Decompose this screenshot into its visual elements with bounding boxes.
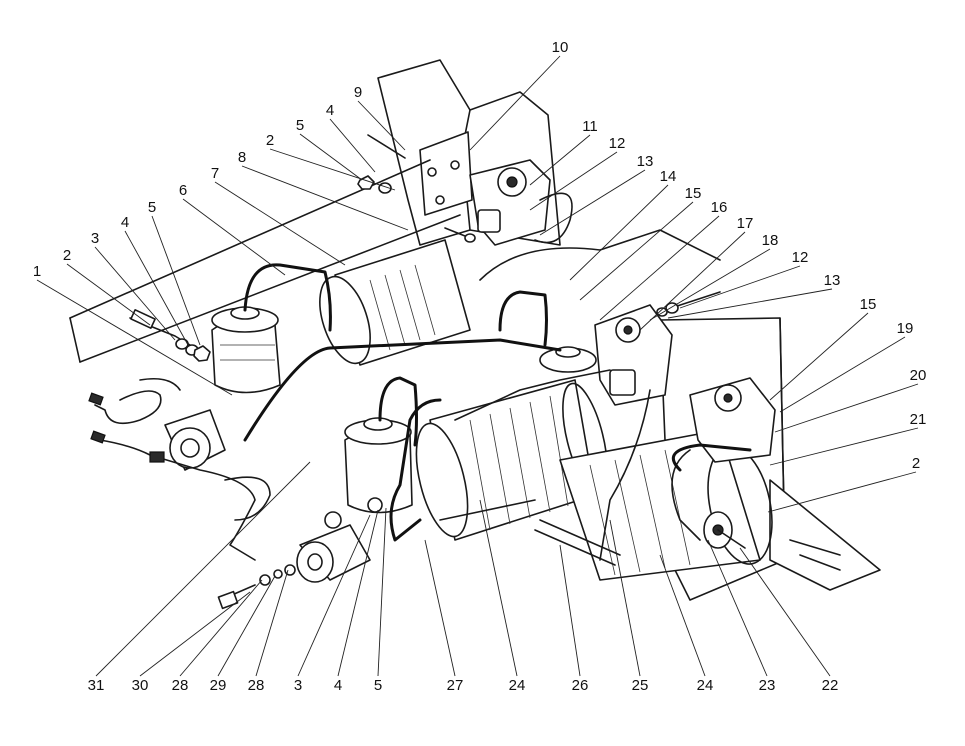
callout-label-c31: 31: [88, 677, 105, 694]
callout-label-c18: 18: [762, 232, 779, 249]
callout-label-c17: 17: [737, 215, 754, 232]
callout-leader-c17: [639, 231, 746, 331]
callout-label-c13a: 13: [637, 153, 654, 170]
callout-label-c16: 16: [711, 199, 728, 216]
callout-label-c11: 11: [582, 118, 598, 135]
callout-label-c2b: 2: [63, 247, 71, 264]
callout-label-c28b: 28: [248, 677, 265, 694]
callout-leader-c16: [599, 215, 720, 321]
callout-leader-c2b: [66, 263, 151, 326]
callout-leader-c2c: [767, 471, 917, 513]
callout-label-c4a: 4: [326, 102, 334, 119]
callout-leader-c1: [36, 279, 233, 396]
callout-label-c21: 21: [910, 411, 927, 428]
callout-label-c5a: 5: [296, 117, 304, 134]
callout-label-c30: 30: [132, 677, 149, 694]
valves: [469, 159, 776, 463]
callout-leader-c8: [241, 165, 409, 231]
callout-label-c15a: 15: [685, 185, 702, 202]
callout-leader-c12b: [679, 265, 801, 309]
callout-leader-c19: [779, 336, 906, 413]
callout-label-c13b: 13: [824, 272, 841, 289]
callout-leader-c2a: [269, 148, 396, 191]
callout-leader-c29: [217, 575, 276, 677]
callout-leader-c24b: [659, 554, 706, 677]
callout-label-c3a: 3: [91, 230, 99, 247]
callout-leader-c3b: [297, 514, 371, 677]
callout-leader-c7: [214, 181, 346, 266]
callout-label-c27: 27: [447, 677, 464, 694]
right-bolt-set: [444, 227, 721, 317]
callout-leader-c4b: [124, 230, 189, 346]
callout-leader-c15b: [769, 312, 869, 401]
callout-leader-c28b: [255, 569, 289, 677]
callout-leader-c24a: [479, 499, 518, 677]
pipelines: [243, 192, 752, 561]
callout-leader-c12a: [529, 151, 618, 211]
callout-label-c4c: 4: [334, 677, 342, 694]
callout-leader-c26: [559, 544, 581, 677]
callout-leader-c25: [609, 519, 641, 677]
callout-label-c29: 29: [210, 677, 227, 694]
callout-leader-c13b: [667, 288, 833, 319]
callout-leader-c22: [739, 547, 831, 677]
callout-leader-c4c: [337, 509, 379, 677]
callout-label-c9: 9: [354, 84, 362, 101]
callout-label-c4b: 4: [121, 214, 129, 231]
callout-label-c12b: 12: [792, 249, 809, 266]
callout-leader-c11: [529, 134, 591, 186]
air-receivers: [319, 239, 773, 581]
callout-leader-c5c: [377, 507, 387, 677]
unloader-assembly: [217, 497, 383, 610]
callout-leader-c20: [774, 383, 919, 433]
callout-leader-c9: [357, 100, 406, 151]
callout-label-c26: 26: [572, 677, 589, 694]
callout-leader-c18: [649, 248, 771, 321]
callout-leader-c14: [569, 184, 669, 281]
callout-leader-c23: [707, 539, 768, 677]
callout-label-c20: 20: [910, 367, 927, 384]
callout-label-c5c: 5: [374, 677, 382, 694]
lower-tube: [439, 499, 621, 566]
callout-label-c10: 10: [552, 39, 569, 56]
callout-leader-c13a: [539, 169, 646, 236]
callout-leader-c21: [769, 427, 919, 466]
callout-label-c14: 14: [660, 168, 677, 185]
callout-label-c24a: 24: [509, 677, 526, 694]
callout-leader-c5b: [151, 215, 201, 346]
callout-leader-c27: [424, 539, 456, 677]
callout-leader-c4a: [329, 118, 376, 173]
callout-label-c1: 1: [33, 263, 41, 280]
callout-leader-c30: [139, 591, 251, 677]
callout-leader-c31: [95, 461, 311, 677]
callout-label-c7: 7: [211, 165, 219, 182]
callout-leader-c3a: [94, 246, 176, 341]
callout-label-c15b: 15: [860, 296, 877, 313]
callout-label-c23: 23: [759, 677, 776, 694]
callout-leader-c5a: [299, 133, 363, 181]
callout-leader-c28a: [179, 579, 263, 677]
callout-label-c24b: 24: [697, 677, 714, 694]
callout-leader-c6: [182, 198, 286, 276]
callout-label-c8: 8: [238, 149, 246, 166]
callout-label-c28a: 28: [172, 677, 189, 694]
callout-label-c2a: 2: [266, 132, 274, 149]
callout-leader-c10: [469, 55, 561, 151]
callout-label-c22: 22: [822, 677, 839, 694]
callout-label-c5b: 5: [148, 199, 156, 216]
callout-label-c19: 19: [897, 320, 914, 337]
callout-label-c25: 25: [632, 677, 649, 694]
callout-label-c12a: 12: [609, 135, 626, 152]
callout-label-c2c: 2: [912, 455, 920, 472]
callout-leader-c15a: [579, 201, 694, 301]
callout-label-c6: 6: [179, 182, 187, 199]
callout-label-c3b: 3: [294, 677, 302, 694]
